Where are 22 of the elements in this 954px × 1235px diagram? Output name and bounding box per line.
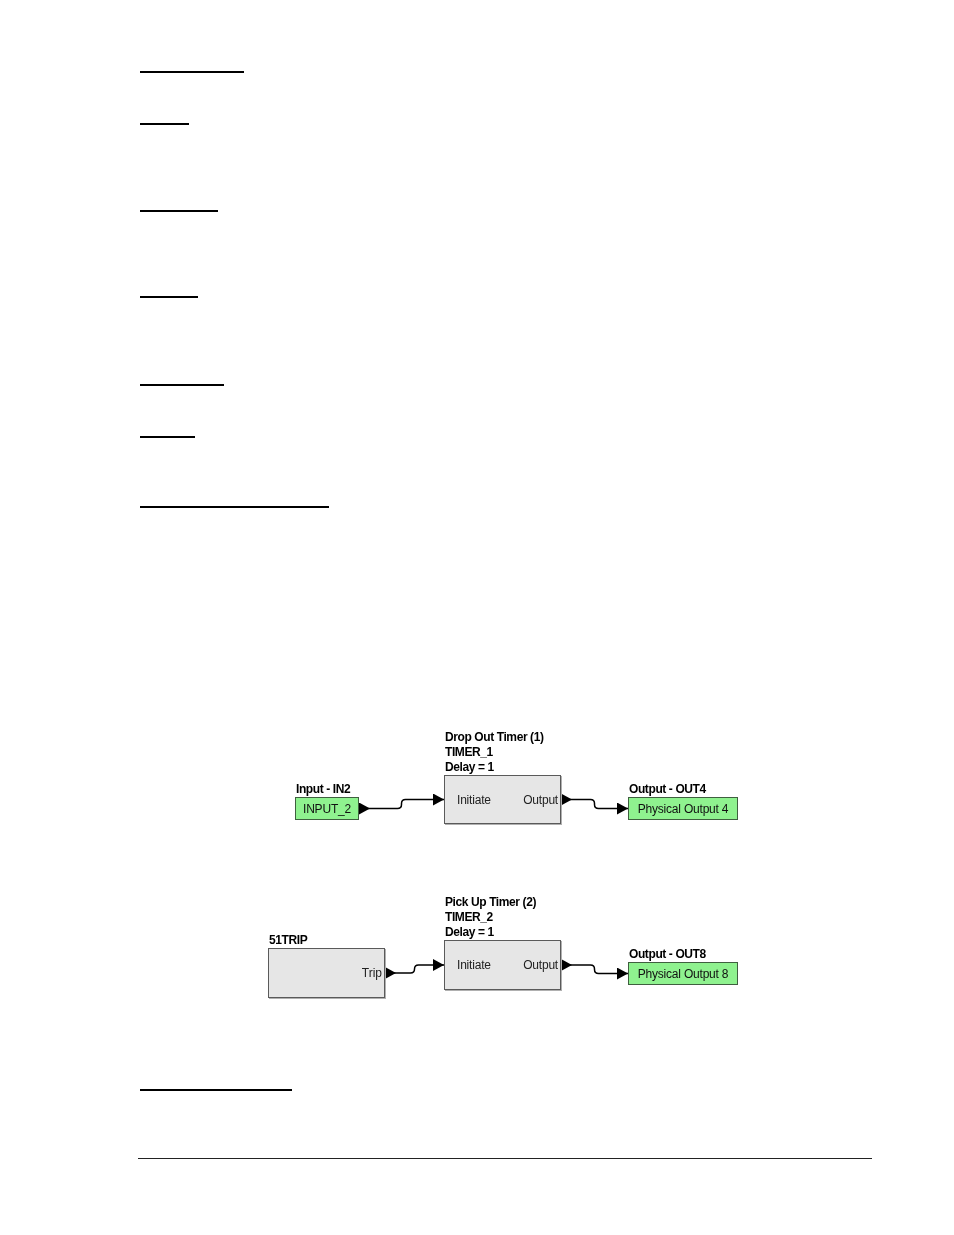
block-heading: 51TRIP: [269, 933, 308, 948]
port-label: Initiate: [457, 958, 491, 972]
block-heading: Output - OUT8: [629, 947, 706, 962]
connector-arrow: [560, 959, 629, 980]
block-heading: Output - OUT4: [629, 782, 706, 797]
block-heading: Input - IN2: [296, 782, 351, 797]
signal-name: INPUT_2: [303, 801, 351, 816]
block-heading: TIMER_2: [445, 910, 493, 925]
port-label: Output: [523, 792, 558, 807]
connector-arrow: [560, 793, 629, 815]
block-heading: Pick Up Timer (2): [445, 895, 536, 910]
port-label: Initiate: [457, 792, 491, 807]
signal-name: Physical Output 4: [637, 801, 729, 816]
block-heading: Drop Out Timer (1): [445, 730, 544, 745]
block-heading: Delay = 1: [445, 925, 494, 940]
port-label: Trip: [361, 966, 382, 980]
connector-arrow: [358, 793, 445, 815]
port-label: Output: [523, 958, 558, 972]
connector-arrow: [384, 959, 445, 979]
block-heading: Delay = 1: [445, 760, 494, 775]
signal-name: Physical Output 8: [637, 966, 729, 981]
block-heading: TIMER_1: [445, 745, 493, 760]
